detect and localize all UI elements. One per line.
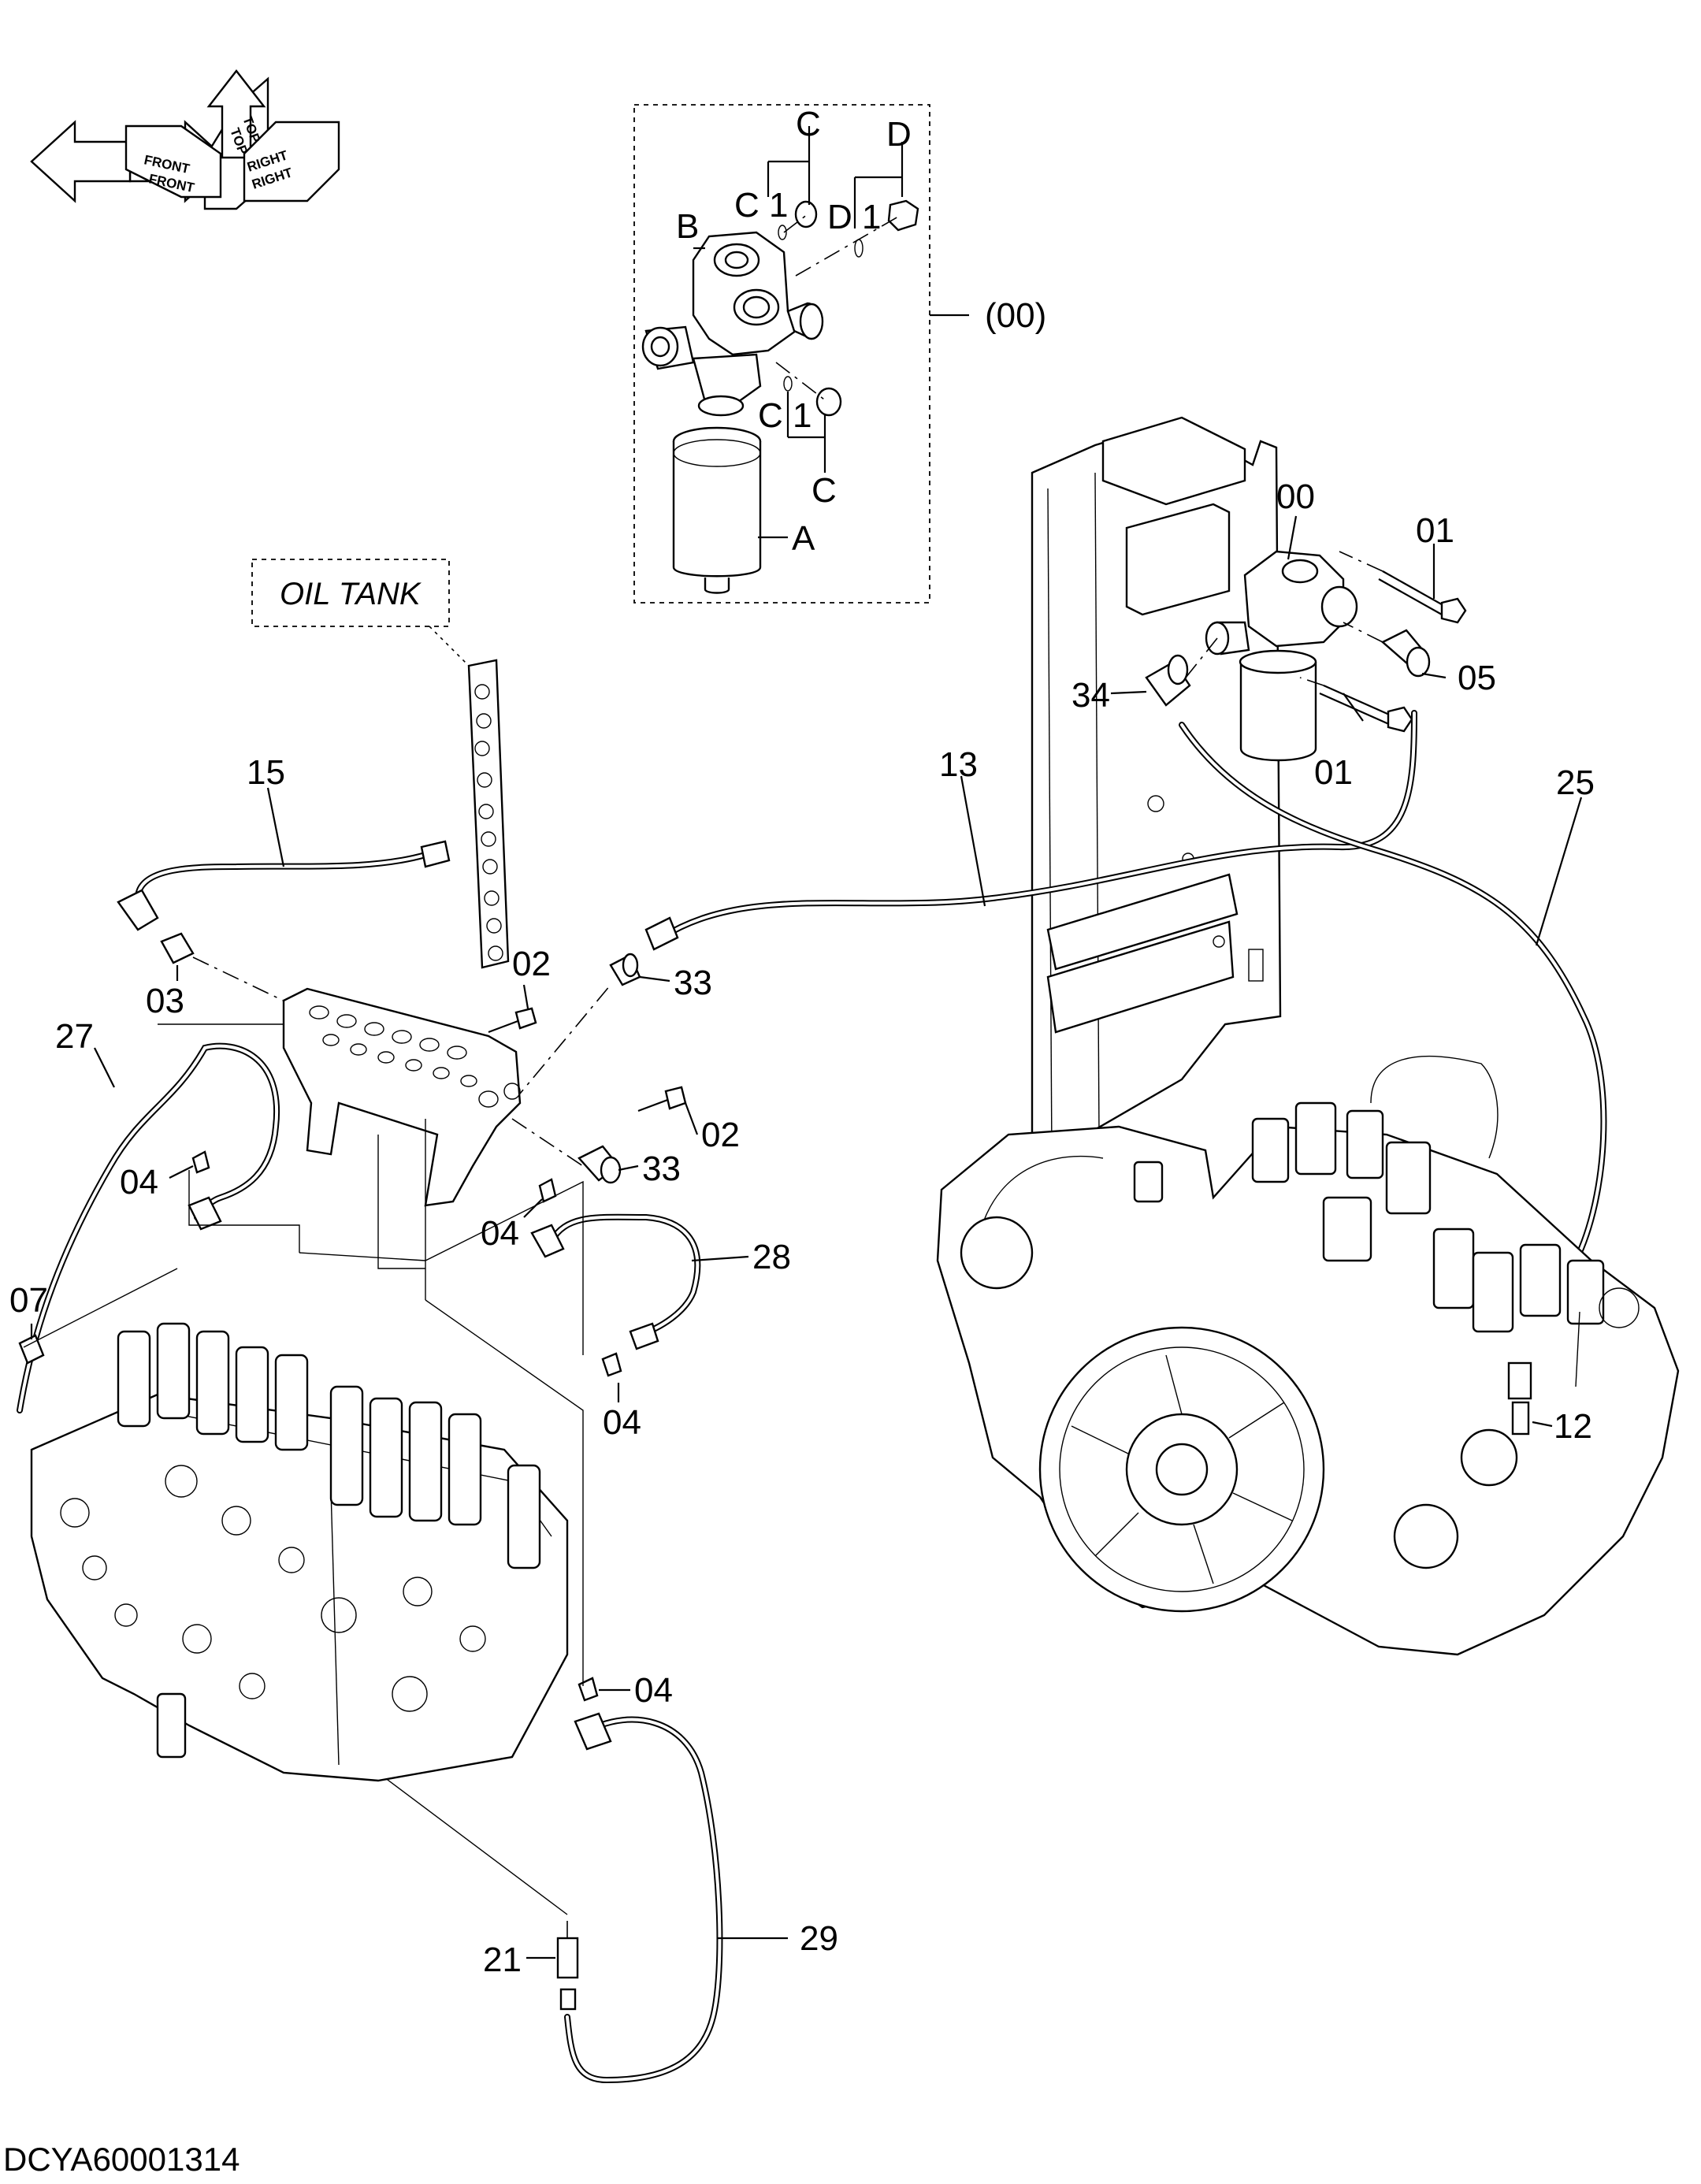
bolt-02-lower-part [637,1086,687,1112]
part-label-04-a: 04 [120,1163,158,1202]
part-label-12: 12 [1554,1407,1592,1446]
part-label-27: 27 [55,1017,94,1056]
part-label-04-d: 04 [634,1671,673,1710]
part-label-02-lower: 02 [701,1116,740,1154]
callout-b: B [676,207,699,246]
fitting-33-lower-part [578,1145,622,1184]
part-label-15: 15 [247,753,285,792]
plug-c-top-part [778,200,818,240]
callout-c-top: C [796,105,821,143]
callout-c1-bottom: C 1 [758,396,812,435]
fitting-04-a-part [191,1150,210,1174]
hose-15-part [117,840,451,931]
oil-tank-label: OIL TANK [280,577,422,611]
frame-panel-part [1031,416,1282,1168]
fitting-33-upper-part [609,953,641,986]
bolt-02-upper-part [488,1007,537,1034]
part-label-00: 00 [1276,477,1315,516]
part-label-33-upper: 33 [674,964,712,1002]
hose-28-part [530,1213,701,1350]
assembly-ref-label: (00) [985,296,1046,335]
plug-c-bottom-part [783,376,842,417]
callout-d1-top: D 1 [827,198,881,236]
fitting-04-c-part [601,1352,622,1377]
part-label-25: 25 [1556,763,1595,802]
part-label-01-upper: 01 [1416,511,1454,550]
oil-tank-box [251,559,450,627]
part-label-33-lower: 33 [642,1150,681,1188]
bolt-01-upper-part [1378,570,1467,624]
part-label-29: 29 [800,1919,838,1958]
callout-c-bottom: C [812,471,837,510]
orientation-compass-icon: FRONT FRONT TOP TOP RIGHT RIGHT [30,69,340,210]
part-label-04-c: 04 [603,1403,641,1442]
part-label-34: 34 [1071,676,1110,715]
bolt-01-lower-part [1319,684,1413,733]
fitting-12-part [1507,1361,1532,1436]
fitting-07-part [18,1334,45,1365]
hose-29-part [564,1712,723,2084]
oil-tank-reference: OIL TANK [251,559,510,969]
callout-a: A [792,519,815,558]
callout-c1-top: C 1 [734,186,788,225]
fitting-04-b-part [538,1178,557,1203]
fitting-04-d-part [578,1677,599,1702]
detail-box-border [633,104,930,604]
part-label-03: 03 [146,982,184,1020]
filter-element-part [672,426,762,594]
document-id-label: DCYA60001314 [3,2141,240,2178]
part-callouts: 00 01 01 05 34 13 25 15 03 02 02 33 33 2… [9,477,1595,1979]
filter-assembly-detail: (00) [633,104,1046,604]
callout-d-top: D [886,115,912,154]
pump-assembly-part [936,1056,1680,1656]
hose-27-part [17,1042,280,1413]
pilot-block-part [282,987,522,1207]
part-label-21: 21 [483,1941,522,1979]
part-label-07: 07 [9,1281,48,1320]
part-label-28: 28 [752,1238,791,1276]
part-label-13: 13 [939,745,978,784]
plug-d-part [854,199,919,258]
fitting-03-part [160,932,195,964]
hose-13-part [644,710,1417,951]
part-label-04-b: 04 [481,1214,519,1253]
part-label-02-upper: 02 [512,945,551,983]
fitting-34-part [1145,654,1191,707]
part-label-05: 05 [1458,659,1496,697]
fitting-05-part [1380,629,1431,678]
fitting-21-part [556,1937,579,2011]
control-valve-part [30,1322,569,1782]
part-label-01-lower: 01 [1314,753,1353,792]
filter-head-part [641,231,824,417]
